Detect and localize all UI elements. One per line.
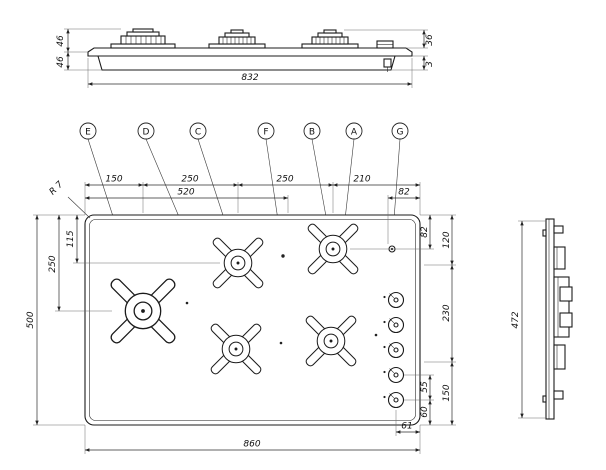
dim-250-left-label: 250 <box>48 255 58 272</box>
dim-230-label: 230 <box>442 304 452 321</box>
callout-D-label: D <box>143 128 150 138</box>
dim-150-right-label: 150 <box>442 384 452 401</box>
dim-left-group: 500 250 115 <box>26 214 220 426</box>
dim-500-label: 500 <box>26 311 36 328</box>
callout-G-label: G <box>397 128 404 138</box>
dim-520-82-group: 520 82 <box>85 188 420 244</box>
dim-82-right-label: 82 <box>420 226 430 238</box>
dim-61-label: 61 <box>401 422 412 432</box>
callout-F: F <box>257 122 275 140</box>
corner-radius-callout: R 7 <box>48 180 91 219</box>
plan-view: R 7 150 250 250 210 520 82 <box>26 175 456 454</box>
dim-860-label: 860 <box>243 440 260 450</box>
dim-bottom-group: 61 860 <box>84 410 421 454</box>
burner-profile-left <box>110 28 176 49</box>
side-components <box>553 225 573 400</box>
callout-C: C <box>189 122 207 140</box>
ignition-dot-center-top <box>281 254 285 258</box>
dim-3-label: 3 <box>425 61 435 67</box>
corner-radius-label: R 7 <box>48 180 66 198</box>
callout-A: A <box>345 122 363 140</box>
dim-250b-label: 250 <box>276 175 293 185</box>
dim-210-label: 210 <box>353 175 370 185</box>
dim-36-label: 36 <box>425 34 435 46</box>
callout-B: B <box>303 122 321 140</box>
callout-B-label: B <box>309 128 315 138</box>
dim-832-group: 832 <box>87 58 413 88</box>
dim-520-label: 520 <box>177 188 194 198</box>
dim-60-label: 60 <box>420 406 430 418</box>
side-panel <box>545 218 555 420</box>
cooktop-inner-edge <box>89 219 416 421</box>
tray-profile <box>97 55 396 71</box>
fixing-bracket-profile <box>383 58 392 72</box>
cooktop-outline <box>84 214 421 426</box>
dim-250a-label: 250 <box>181 175 198 185</box>
callout-C-label: C <box>195 128 201 138</box>
burner-profile-right <box>301 29 359 49</box>
dim-150-label: 150 <box>105 175 122 185</box>
dim-right-group: 82 55 60 120 230 150 <box>350 214 456 426</box>
dim-46-upper-label: 46 <box>56 35 66 47</box>
dim-472-label: 472 <box>511 311 521 328</box>
ignition-dot-center-bottom <box>279 341 283 345</box>
callout-D: D <box>137 122 155 140</box>
dim-115-label: 115 <box>66 230 76 247</box>
dim-right-36-3-group: 36 3 <box>344 29 435 71</box>
callout-G: G <box>391 122 409 140</box>
burner-profile-center <box>208 29 266 49</box>
callout-E-label: E <box>85 128 91 138</box>
dim-46-lower-label: 46 <box>56 56 66 68</box>
dim-55-label: 55 <box>420 381 430 393</box>
dim-top-chain-group: 150 250 250 210 <box>84 175 421 215</box>
ignition-dot-right-bottom <box>374 333 378 337</box>
glass-profile <box>87 47 413 57</box>
top-elevation-view: 46 46 36 3 832 <box>56 28 435 88</box>
dim-832-label: 832 <box>241 73 258 83</box>
dim-472-group: 472 <box>511 220 546 419</box>
ignition-dot-left <box>185 301 189 305</box>
dim-left-46-group: 46 46 <box>56 28 121 71</box>
callout-F-label: F <box>263 128 268 138</box>
callout-A-label: A <box>351 128 358 138</box>
side-view: 472 <box>511 218 573 420</box>
dim-82-top-label: 82 <box>398 188 410 198</box>
dim-120-label: 120 <box>442 231 452 248</box>
callout-E: E <box>79 122 97 140</box>
